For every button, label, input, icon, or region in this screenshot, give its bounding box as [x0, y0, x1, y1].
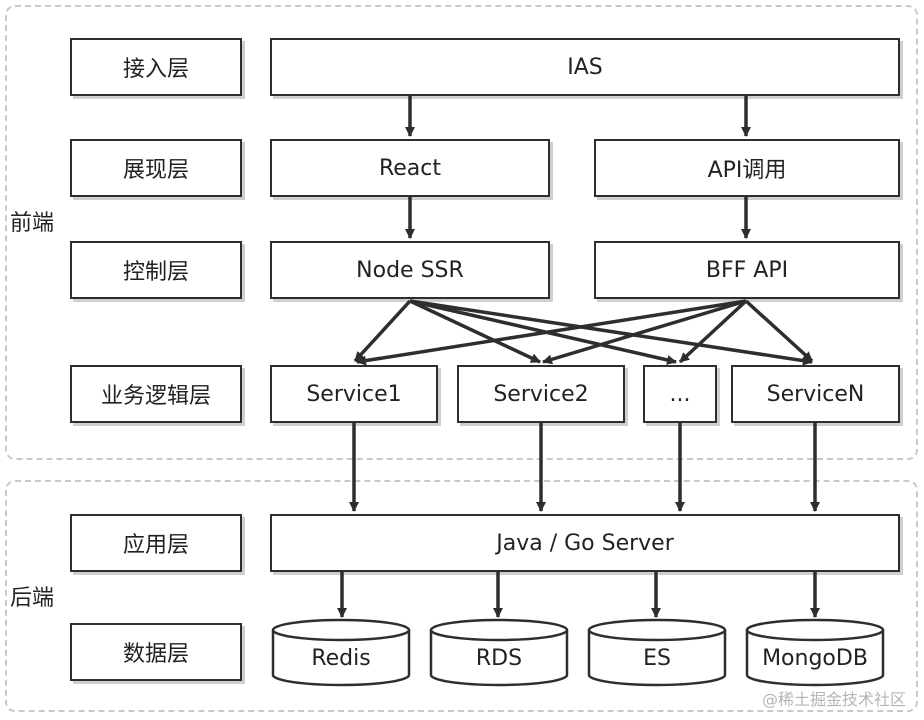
arrow-bff-ellipsis [678, 299, 748, 364]
service1-node: Service1 [270, 365, 438, 423]
db-mongo-cylinder [745, 618, 885, 687]
arrow-ssr-s2 [409, 299, 541, 364]
react-node: React [270, 139, 550, 197]
db-redis-cylinder [271, 618, 411, 687]
db-redis-label: Redis [311, 646, 370, 671]
backend-label: 后端 [10, 586, 55, 611]
frontend-label: 前端 [10, 211, 55, 236]
api-call-node: API调用 [594, 139, 900, 197]
serviceN-node: ServiceN [731, 365, 900, 423]
db-rds-cylinder [429, 618, 569, 687]
service2-node: Service2 [457, 365, 625, 423]
app-server-node: Java / Go Server [270, 514, 900, 572]
layer-access: 接入层 [70, 38, 242, 96]
node-ssr-node: Node SSR [270, 241, 550, 299]
arrow-bff-sn [744, 299, 814, 363]
arrow-bff-s2 [542, 299, 747, 365]
db-mongo-label: MongoDB [762, 646, 868, 671]
layer-business-logic: 业务逻辑层 [70, 365, 242, 423]
frontend-group [5, 5, 918, 460]
layer-presentation: 展现层 [70, 139, 242, 197]
arrow-ssr-sn [409, 299, 813, 366]
backend-group [5, 480, 918, 712]
db-es-cylinder [587, 618, 727, 687]
watermark: @稀土掘金技术社区 [761, 690, 906, 709]
db-rds-label: RDS [476, 646, 522, 671]
ias-node: IAS [270, 38, 900, 96]
layer-control: 控制层 [70, 241, 242, 299]
db-es-label: ES [643, 646, 671, 671]
arrow-ssr-s1 [353, 299, 412, 363]
layer-application: 应用层 [70, 514, 242, 572]
layer-data: 数据层 [70, 623, 242, 681]
bff-api-node: BFF API [594, 241, 900, 299]
ellipsis-node: ... [643, 365, 717, 423]
arrow-bff-s1 [356, 299, 747, 366]
